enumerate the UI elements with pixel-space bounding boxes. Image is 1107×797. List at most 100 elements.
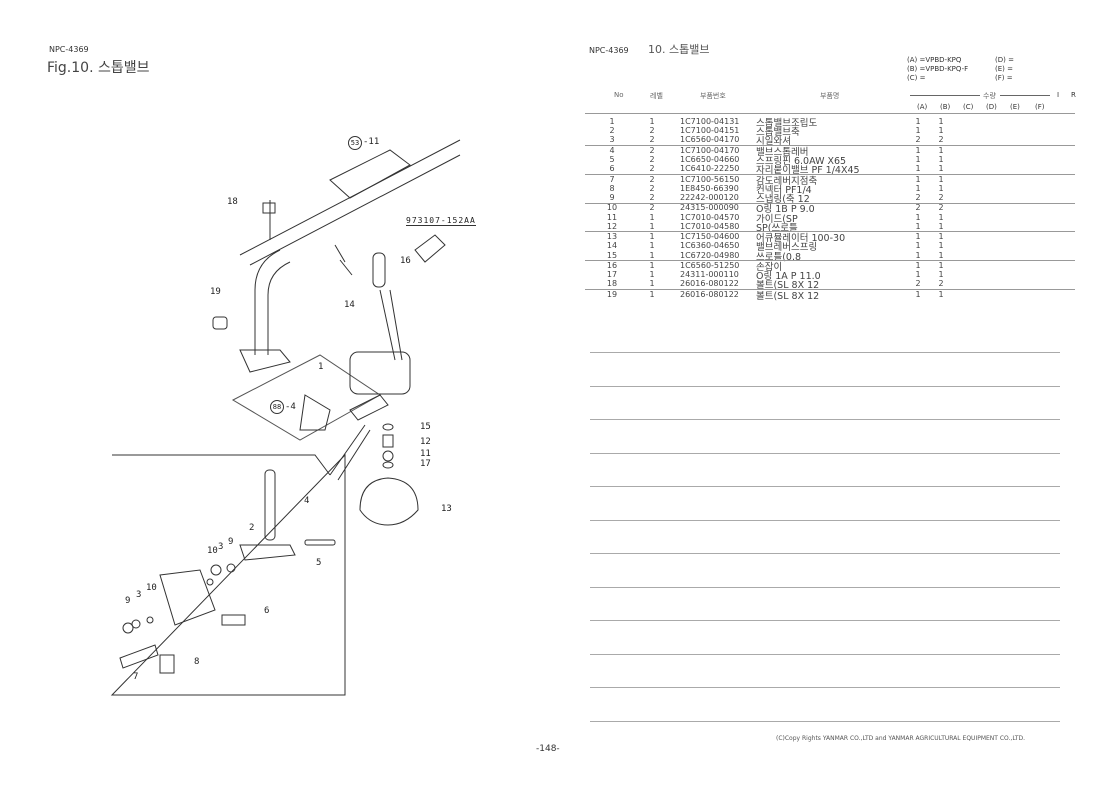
cell-pn: 1C7100-56150	[680, 174, 740, 184]
col-part-name: 부품명	[820, 92, 840, 100]
cell-b: 1	[938, 241, 944, 251]
cell-b: 1	[938, 117, 944, 126]
col-f: (F)	[1035, 103, 1045, 111]
blank-row-line	[590, 519, 1060, 521]
callout-11: 11	[420, 449, 431, 459]
doc-code: NPC-4369	[49, 45, 89, 54]
callout-19: 19	[210, 287, 221, 297]
cell-b: 1	[938, 289, 944, 299]
cell-no: 1	[609, 117, 615, 126]
cell-name: 스톱밸브축	[756, 127, 800, 139]
cell-lv: 1	[649, 289, 655, 299]
cell-lv: 1	[649, 221, 655, 231]
blank-row-line	[590, 653, 1060, 655]
callout-7: 7	[133, 672, 139, 682]
cell-no: 16	[606, 261, 618, 270]
cell-lv: 1	[649, 241, 655, 251]
cell-a: 1	[915, 174, 921, 184]
callout-9b: 9	[125, 596, 131, 606]
cell-lv: 1	[649, 212, 655, 222]
cell-pn: 1C6720-04980	[680, 250, 740, 260]
cell-lv: 1	[649, 270, 655, 280]
cell-no: 19	[606, 289, 618, 299]
cell-b: 1	[938, 250, 944, 260]
callout-88: 88	[270, 400, 284, 414]
cell-name: 스프링핀 6.0AW X65	[756, 156, 847, 167]
blank-row-line	[590, 385, 1060, 387]
callout-53-suffix: -11	[363, 137, 380, 147]
callout-6: 6	[264, 606, 270, 616]
cell-a: 1	[915, 232, 921, 242]
cell-a: 1	[915, 145, 921, 155]
cell-pn: 1C6360-04650	[680, 241, 740, 251]
blank-row-line	[590, 720, 1060, 722]
cell-name: 스냅링(축 12	[756, 194, 810, 205]
cell-pn: 24315-000090	[680, 203, 739, 213]
cell-name: 감도레버지점축	[756, 175, 818, 187]
cell-b: 1	[938, 221, 944, 231]
col-c: (C)	[963, 103, 974, 111]
cell-b: 1	[938, 145, 944, 155]
cell-pn: 1E8450-66390	[680, 183, 739, 193]
cell-no: 14	[606, 241, 618, 251]
cell-b: 1	[938, 270, 944, 280]
cell-no: 17	[606, 270, 618, 280]
blank-row-line	[590, 553, 1060, 554]
model-c: (C) =	[907, 74, 926, 82]
cell-name: SP(쓰로틀	[756, 222, 798, 234]
cell-lv: 1	[649, 250, 655, 260]
callout-3b: 3	[136, 590, 142, 600]
cell-lv: 2	[649, 145, 655, 155]
callout-5: 5	[316, 558, 322, 568]
cell-a: 1	[915, 221, 921, 231]
cell-no: 6	[609, 164, 615, 174]
cell-no: 15	[606, 250, 618, 260]
cell-pn: 24311-000110	[680, 270, 739, 280]
cell-lv: 2	[649, 155, 655, 164]
blank-row-line	[590, 352, 1060, 353]
cell-pn: 1C7100-04170	[680, 145, 740, 155]
cell-lv: 2	[649, 126, 655, 136]
callout-13: 13	[441, 504, 452, 514]
cell-name: 시일와셔	[756, 136, 791, 148]
exploded-parts-diagram	[110, 139, 461, 696]
cell-a: 1	[915, 241, 921, 251]
cell-b: 2	[938, 135, 944, 145]
cell-pn: 1C6560-51250	[680, 261, 740, 270]
model-d: (D) =	[995, 56, 1014, 64]
callout-10a: 10	[207, 546, 218, 556]
callout-12: 12	[420, 437, 431, 447]
model-f: (F) =	[995, 74, 1013, 82]
col-qty: 수량	[983, 92, 996, 100]
callout-14: 14	[344, 300, 355, 310]
callout-2: 2	[249, 523, 255, 533]
callout-18: 18	[227, 197, 238, 207]
cell-no: 7	[609, 174, 615, 184]
cell-lv: 1	[649, 261, 655, 270]
col-part-no: 부품번호	[700, 92, 726, 100]
cell-b: 1	[938, 164, 944, 174]
cell-b: 1	[938, 261, 944, 270]
cell-name: 쓰로틀(0.8	[756, 251, 802, 263]
cell-no: 13	[606, 232, 618, 242]
callout-9a: 9	[228, 537, 234, 547]
col-e: (E)	[1010, 103, 1020, 111]
cell-no: 9	[609, 193, 615, 202]
group-divider	[585, 288, 1075, 290]
cell-no: 5	[609, 155, 615, 164]
cell-a: 1	[915, 261, 921, 270]
col-r: R	[1071, 91, 1076, 99]
callout-53: 53	[348, 136, 362, 150]
cell-a: 1	[915, 164, 921, 174]
cell-a: 1	[915, 117, 921, 126]
group-divider	[585, 260, 1075, 262]
